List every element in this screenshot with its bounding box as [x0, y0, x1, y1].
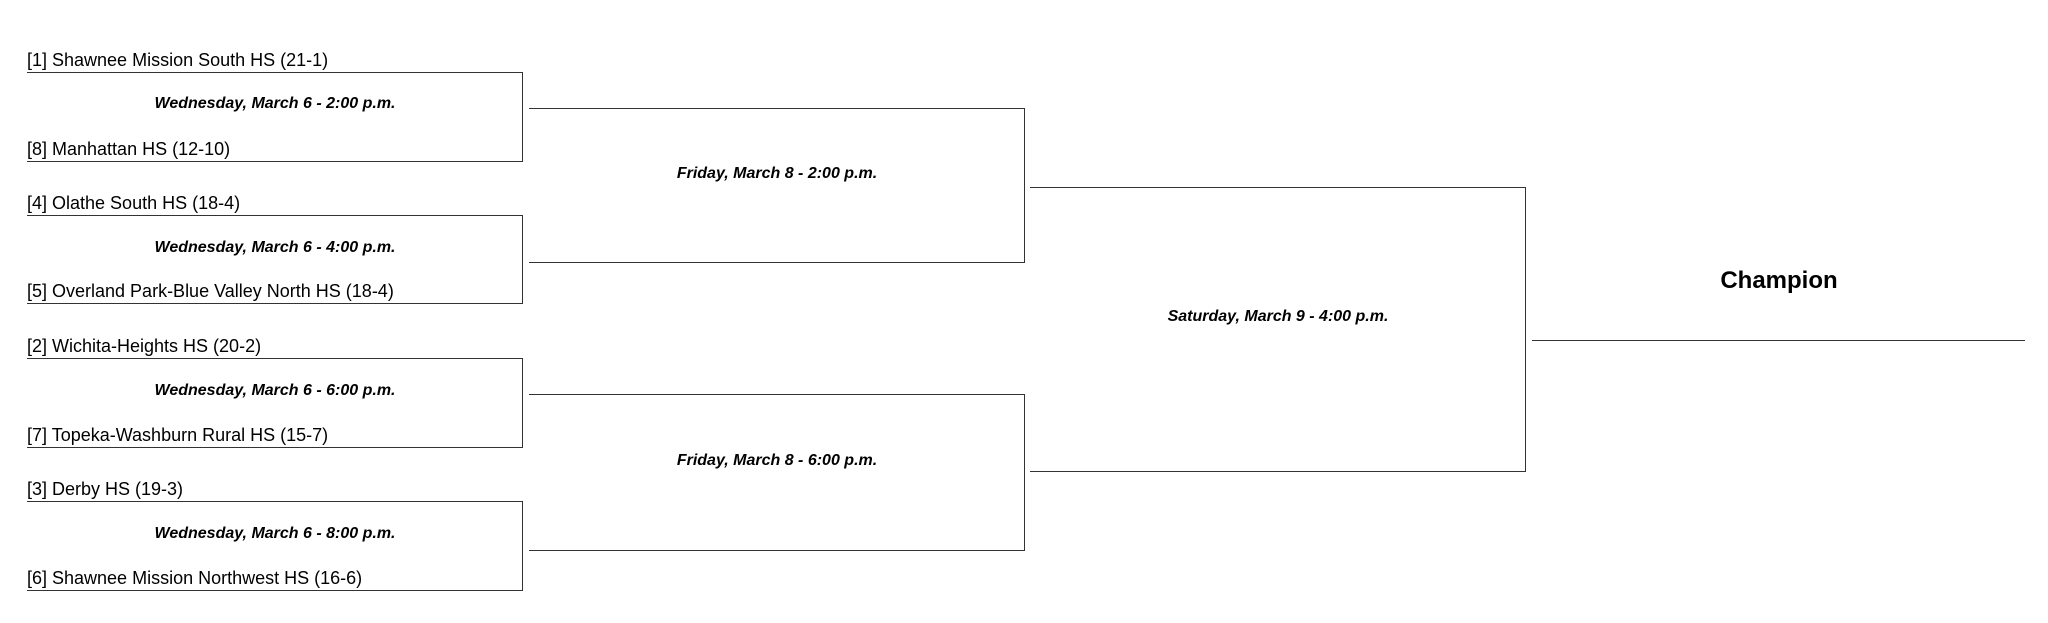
game-time: Saturday, March 9 - 4:00 p.m.	[1167, 308, 1389, 325]
team-slot: [4] Olathe South HS (18-4)	[27, 193, 241, 213]
final-match	[1030, 187, 1526, 472]
team-slot: [1] Shawnee Mission South HS (21-1)	[27, 50, 329, 70]
team-slot: [6] Shawnee Mission Northwest HS (16-6)	[27, 568, 363, 588]
round1-match-2	[27, 215, 523, 304]
game-time: Friday, March 8 - 6:00 p.m.	[676, 452, 878, 469]
team-slot: [2] Wichita-Heights HS (20-2)	[27, 336, 262, 356]
team-slot: [3] Derby HS (19-3)	[27, 479, 184, 499]
game-time: Wednesday, March 6 - 2:00 p.m.	[154, 95, 396, 112]
round1-match-3	[27, 358, 523, 448]
champion-line	[1532, 340, 2025, 341]
team-slot: [5] Overland Park-Blue Valley North HS (…	[27, 281, 394, 301]
round2-match-1	[529, 108, 1025, 263]
game-time: Friday, March 8 - 2:00 p.m.	[676, 165, 878, 182]
round2-match-2	[529, 394, 1025, 551]
game-time: Wednesday, March 6 - 6:00 p.m.	[154, 382, 396, 399]
game-time: Wednesday, March 6 - 8:00 p.m.	[154, 525, 396, 542]
round1-match-4	[27, 501, 523, 591]
team-slot: [7] Topeka-Washburn Rural HS (15-7)	[27, 425, 329, 445]
game-time: Wednesday, March 6 - 4:00 p.m.	[154, 239, 396, 256]
round1-match-1	[27, 72, 523, 162]
team-slot: [8] Manhattan HS (12-10)	[27, 139, 231, 159]
champion-label: Champion	[1720, 267, 1838, 294]
